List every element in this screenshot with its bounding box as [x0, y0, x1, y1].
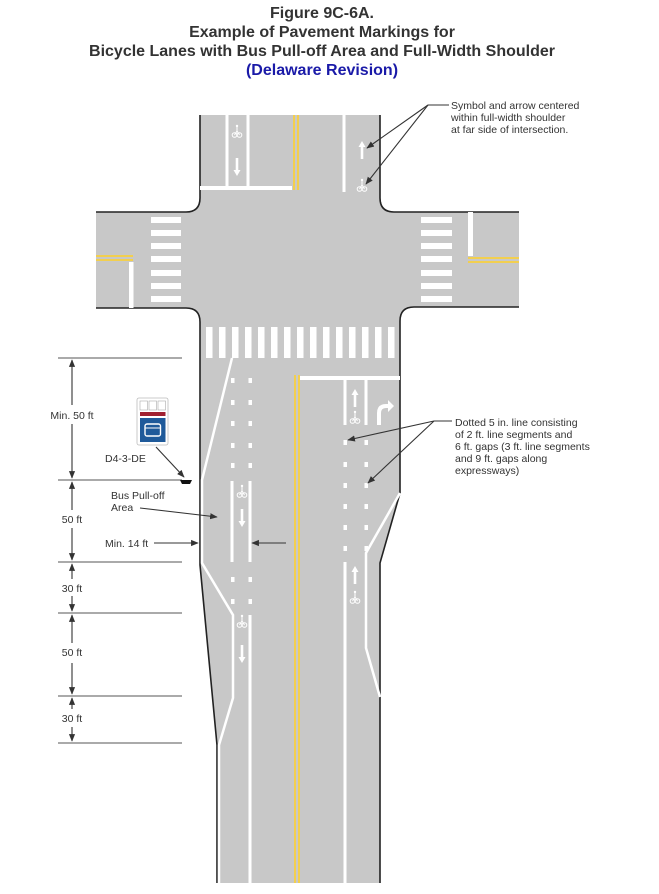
north-approach-markings: [200, 115, 368, 192]
crosswalk-bar: [388, 327, 395, 358]
lane-dot: [343, 462, 347, 467]
crosswalk-bar: [323, 327, 330, 358]
lane-dot: [364, 504, 368, 509]
bus-stop-sign-icon: [136, 397, 169, 446]
svg-text:and 9 ft. gaps along: and 9 ft. gaps along: [455, 453, 547, 465]
crosswalk-bar: [284, 327, 291, 358]
lane-dot: [343, 525, 347, 530]
lane-dot: [248, 577, 252, 582]
east-leg-markings: [468, 212, 519, 263]
right-turn-arrow-icon: [377, 400, 394, 425]
bus-area-label: Area: [111, 502, 133, 514]
lane-dot: [343, 546, 347, 551]
lane-dot: [231, 421, 235, 426]
lane-dot: [248, 400, 252, 405]
lane-dot: [231, 378, 235, 383]
curb-lines: [96, 115, 519, 883]
dimension-label: 50 ft: [62, 647, 83, 659]
dimension-label: Min. 50 ft: [50, 410, 93, 422]
figure-revision: (Delaware Revision): [246, 62, 398, 79]
crosswalk-bar: [271, 327, 278, 358]
svg-text:6 ft. gaps (3 ft. line segment: 6 ft. gaps (3 ft. line segments: [455, 441, 590, 453]
lane-dot: [248, 378, 252, 383]
dimension-label: 30 ft: [62, 713, 83, 725]
crosswalk-bar: [375, 327, 382, 358]
dimension-label: 50 ft: [62, 514, 83, 526]
south-approach-markings: [200, 357, 402, 883]
lane-dot: [364, 546, 368, 551]
crosswalk-bar: [336, 327, 343, 358]
min-width-label: Min. 14 ft: [105, 538, 148, 550]
lane-dot: [231, 577, 235, 582]
svg-text:at far side of intersection.: at far side of intersection.: [451, 124, 568, 136]
lane-dot: [364, 440, 368, 445]
crosswalk-bar: [362, 327, 369, 358]
svg-text:Dotted 5 in. line consisting: Dotted 5 in. line consisting: [455, 417, 578, 429]
crosswalk-bar: [232, 327, 239, 358]
crosswalk-bar: [258, 327, 265, 358]
lane-dot: [248, 421, 252, 426]
lane-dot: [364, 483, 368, 488]
lane-dot: [231, 400, 235, 405]
dimension-label: 30 ft: [62, 583, 83, 595]
lane-dot: [343, 440, 347, 445]
svg-text:within full-width shoulder: within full-width shoulder: [450, 112, 566, 124]
crosswalk-bar: [245, 327, 252, 358]
lane-dot: [248, 443, 252, 448]
lane-dot: [248, 463, 252, 468]
west-leg-markings: [96, 255, 134, 308]
sign-label: D4-3-DE: [105, 453, 146, 465]
crosswalk-bar: [349, 327, 356, 358]
lane-dot: [231, 599, 235, 604]
figure-title-line-2: Bicycle Lanes with Bus Pull-off Area and…: [89, 43, 555, 60]
crosswalk-east: [421, 217, 452, 302]
bus-area-label: Bus Pull-off: [111, 490, 165, 502]
lane-dot: [343, 504, 347, 509]
lane-dot: [231, 463, 235, 468]
lane-dot: [248, 599, 252, 604]
figure-title-line-1: Example of Pavement Markings for: [189, 24, 455, 41]
crosswalk-west: [151, 217, 181, 302]
crosswalk-bar: [310, 327, 317, 358]
crosswalk-bar: [206, 327, 213, 358]
crosswalk-bar: [219, 327, 226, 358]
crosswalk-bar: [297, 327, 304, 358]
dotted-line-note: Dotted 5 in. line consisting of 2 ft. li…: [455, 417, 590, 477]
svg-text:expressways): expressways): [455, 465, 519, 477]
svg-text:Symbol and arrow centered: Symbol and arrow centered: [451, 100, 580, 112]
lane-dot: [343, 483, 347, 488]
svg-text:of 2 ft. line segments and: of 2 ft. line segments and: [455, 429, 572, 441]
crosswalk-south: [206, 327, 395, 358]
lane-dot: [364, 525, 368, 530]
sign-post-icon: [180, 480, 192, 484]
figure-number: Figure 9C-6A.: [270, 5, 374, 22]
lane-dot: [364, 462, 368, 467]
symbol-note: Symbol and arrow centered within full-wi…: [450, 100, 580, 136]
lane-dot: [231, 443, 235, 448]
dimension-lines: [58, 357, 182, 744]
